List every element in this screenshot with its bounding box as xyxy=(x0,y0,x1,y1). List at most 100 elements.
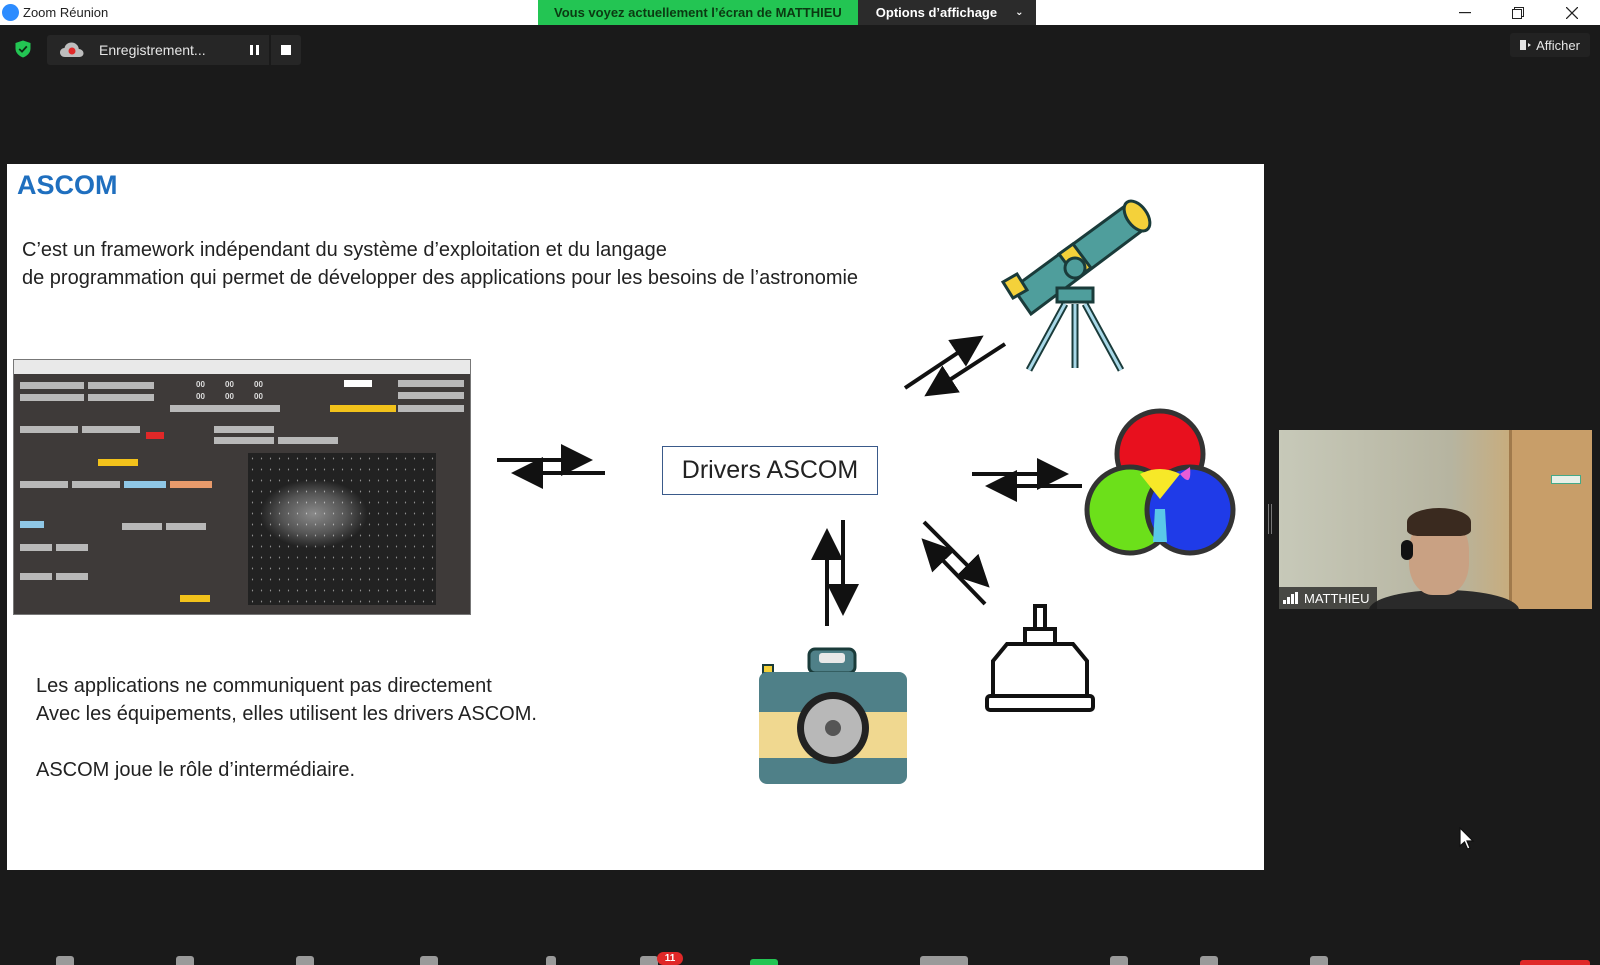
app-button xyxy=(166,523,206,530)
app-button xyxy=(170,405,280,412)
app-button xyxy=(20,481,68,488)
app-input xyxy=(344,380,372,387)
astronomy-app-screenshot: 00 00 00 00 00 00 xyxy=(13,359,471,615)
apps-icon[interactable] xyxy=(1200,956,1218,965)
app-button xyxy=(72,481,120,488)
close-button[interactable] xyxy=(1552,0,1592,25)
chevron-down-icon: ⌄ xyxy=(1015,7,1024,18)
app-button xyxy=(170,481,212,488)
stop-icon xyxy=(281,45,291,55)
chat-icon[interactable] xyxy=(640,956,658,965)
headset-icon xyxy=(1401,540,1413,560)
app-button xyxy=(146,432,164,439)
pause-icon xyxy=(255,45,259,55)
view-button[interactable]: Afficher xyxy=(1510,33,1590,57)
meeting-toolbar xyxy=(0,950,1600,965)
cloud-recording-icon xyxy=(60,42,84,57)
app-button xyxy=(214,426,274,433)
view-options-label: Options d’affichage xyxy=(875,5,998,20)
star-field xyxy=(248,453,436,605)
nebula-image xyxy=(248,453,436,605)
microphone-icon[interactable] xyxy=(56,956,74,965)
video-camera-icon[interactable] xyxy=(176,956,194,965)
app-button xyxy=(20,573,52,580)
minimize-button[interactable] xyxy=(1445,0,1485,25)
camera-icon xyxy=(759,647,907,784)
mouse-cursor-icon xyxy=(1459,827,1475,850)
share-screen-button[interactable] xyxy=(750,959,778,965)
bidirectional-arrow-icon xyxy=(921,520,990,606)
polls-icon[interactable] xyxy=(546,956,556,965)
divider xyxy=(269,35,271,65)
exit-sign xyxy=(1551,475,1581,484)
zoom-logo-icon xyxy=(2,4,19,21)
restore-icon xyxy=(1512,6,1524,19)
app-button xyxy=(88,382,154,389)
focuser-motor-icon xyxy=(985,604,1095,712)
app-button xyxy=(278,437,338,444)
participant-hair xyxy=(1407,508,1471,536)
end-meeting-button[interactable] xyxy=(1520,960,1590,965)
app-button xyxy=(98,459,138,466)
participants-icon[interactable] xyxy=(420,956,438,965)
pause-recording-button[interactable] xyxy=(239,35,269,65)
restore-button[interactable] xyxy=(1498,0,1538,25)
app-value: 00 xyxy=(254,392,263,401)
whiteboard-icon[interactable] xyxy=(1310,956,1328,965)
app-button xyxy=(124,481,166,488)
view-options-dropdown[interactable]: Options d’affichage ⌄ xyxy=(857,0,1036,25)
participant-body xyxy=(1369,590,1519,609)
app-button xyxy=(214,437,274,444)
app-button xyxy=(330,405,396,412)
drivers-ascom-box: Drivers ASCOM xyxy=(662,446,878,495)
shared-screen: ASCOM C’est un framework indépendant du … xyxy=(7,164,1264,870)
app-button xyxy=(56,573,88,580)
participant-name-tag: MATTHIEU xyxy=(1279,587,1378,609)
app-value: 00 xyxy=(196,392,205,401)
slide-intro-text: C’est un framework indépendant du systèm… xyxy=(22,236,858,292)
bidirectional-arrow-icon xyxy=(497,444,605,489)
share-banner: Vous voyez actuellement l’écran de MATTH… xyxy=(538,0,1036,25)
app-button xyxy=(398,392,464,399)
security-icon[interactable] xyxy=(296,956,314,965)
bidirectional-arrow-icon xyxy=(903,335,1007,397)
app-button xyxy=(82,426,140,433)
chat-badge: 11 xyxy=(657,952,683,965)
spacer xyxy=(36,728,537,756)
view-layout-icon xyxy=(1520,40,1532,50)
close-icon xyxy=(1566,6,1578,19)
intro-line: de programmation qui permet de développe… xyxy=(22,267,859,289)
bidirectional-arrow-icon xyxy=(972,458,1082,502)
window-title: Zoom Réunion xyxy=(23,5,109,20)
app-value: 00 xyxy=(196,380,205,389)
background-door xyxy=(1509,430,1592,609)
app-button xyxy=(20,382,84,389)
panel-resize-handle[interactable] xyxy=(1268,504,1272,534)
telescope-icon xyxy=(1000,199,1152,372)
viewing-screen-label: Vous voyez actuellement l’écran de MATTH… xyxy=(538,0,858,25)
security-shield-icon[interactable] xyxy=(14,40,32,58)
title-bar: Zoom Réunion Vous voyez actuellement l’é… xyxy=(0,0,1600,25)
app-value: 00 xyxy=(254,380,263,389)
minimize-icon xyxy=(1459,11,1471,13)
reactions-icon[interactable] xyxy=(1110,956,1128,965)
footer-line: Les applications ne communiquent pas dir… xyxy=(36,675,492,697)
slide-footer-text: Les applications ne communiquent pas dir… xyxy=(36,672,537,784)
app-button xyxy=(20,394,84,401)
app-button xyxy=(88,394,154,401)
breakout-rooms-icon[interactable] xyxy=(920,956,968,965)
app-value: 00 xyxy=(225,392,234,401)
intro-line: C’est un framework indépendant du systèm… xyxy=(22,239,667,261)
app-button xyxy=(56,544,88,551)
app-button xyxy=(20,426,78,433)
app-button xyxy=(180,595,210,602)
recording-status: Enregistrement... xyxy=(99,42,206,58)
app-button xyxy=(398,380,464,387)
stop-recording-button[interactable] xyxy=(271,35,301,65)
participant-video[interactable]: MATTHIEU xyxy=(1279,430,1592,609)
footer-line: ASCOM joue le rôle d’intermédiaire. xyxy=(36,759,356,781)
ascom-diagram xyxy=(497,199,1236,784)
pause-icon xyxy=(249,45,253,55)
signal-strength-icon xyxy=(1283,592,1298,604)
